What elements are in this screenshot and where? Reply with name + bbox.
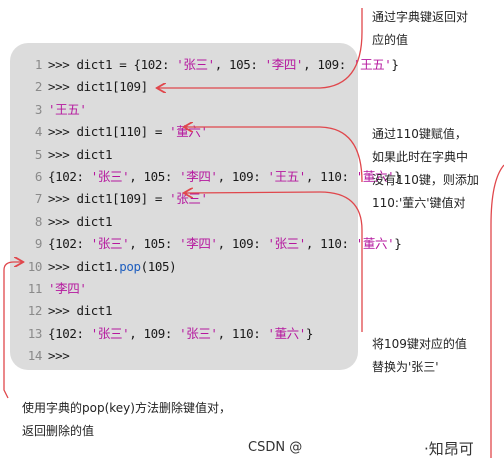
- arrow-note1: [158, 8, 363, 88]
- string-literal: '张三': [179, 325, 218, 341]
- string-literal: '李四': [179, 169, 218, 184]
- string-literal: '李四': [179, 236, 218, 252]
- annotation-return-value: 通过字典键返回对 应的值: [372, 10, 469, 47]
- code-text: >>> dict1: [48, 146, 113, 162]
- string-literal: '张三': [267, 236, 306, 252]
- code-text: , 105:: [129, 169, 180, 184]
- code-line: 4>>> dict1[110] = '董六': [22, 121, 208, 143]
- code-text: , 110:: [217, 325, 268, 341]
- code-text: >>>: [48, 348, 70, 364]
- line-number: 6: [34, 169, 43, 184]
- code-text: (105): [140, 258, 177, 274]
- string-literal: '王五': [267, 169, 306, 184]
- code-text: , 109:: [303, 57, 353, 72]
- code-text: , 110:: [305, 236, 356, 252]
- line-number: 5: [34, 146, 43, 162]
- line-number: 13: [27, 325, 43, 341]
- python-console-panel: [10, 43, 358, 370]
- string-literal: '张三': [90, 236, 130, 252]
- arrow-note3: [185, 192, 363, 332]
- line-number: 2: [34, 79, 43, 95]
- code-text: , 109:: [217, 236, 268, 252]
- code-text: }: [394, 236, 402, 252]
- code-line: 8 >>> dict1: [22, 211, 113, 233]
- code-text: {102:: [48, 325, 91, 341]
- string-literal: '李四': [48, 281, 87, 296]
- arrow-note2: [185, 127, 363, 183]
- method-name: pop: [119, 258, 141, 274]
- code-text: {102:: [48, 236, 91, 252]
- string-literal: '王五': [48, 101, 87, 117]
- string-literal: '李四': [264, 57, 304, 72]
- line-number: 9: [34, 236, 43, 252]
- line-number: 14: [27, 348, 43, 364]
- code-line: 10 >>> dict1.pop(105): [22, 256, 177, 278]
- string-literal: '董六': [355, 236, 395, 252]
- decorative-curve: [490, 164, 504, 458]
- code-line: 12 >>> dict1: [22, 300, 113, 322]
- code-line: 7 >>> dict1[109] = '张三': [22, 188, 208, 210]
- code-line: 13{102: '张三', 109: '张三', 110: '董六'}: [22, 323, 314, 345]
- code-text: , 109:: [129, 325, 180, 341]
- code-line: 6{102: '张三', 105: '李四', 109: '王五', 110: …: [22, 166, 402, 188]
- code-text: >>> dict1.: [48, 258, 120, 274]
- line-number: 1: [34, 57, 43, 72]
- code-line: 2 >>> dict1[109]: [22, 76, 148, 98]
- code-line: 9{102: '张三', 105: '李四', 109: '张三', 110: …: [22, 233, 402, 255]
- code-text: }: [394, 169, 402, 184]
- line-number: 8: [34, 213, 43, 229]
- code-text: {102:: [48, 169, 91, 184]
- line-number: 12: [27, 303, 43, 319]
- string-literal: '张三': [90, 325, 130, 341]
- zhihu-watermark: ·知昂可: [424, 440, 474, 458]
- annotation-replace-value: 将109键对应的值 替换为'张三': [372, 337, 467, 374]
- string-literal: '董六': [267, 325, 306, 341]
- line-number: 10: [27, 258, 43, 274]
- string-literal: '张三': [176, 57, 215, 72]
- code-text: }: [391, 57, 399, 72]
- string-literal: '董六': [355, 169, 395, 184]
- code-line: 3 '王五': [22, 99, 87, 121]
- string-literal: '张三': [90, 169, 130, 184]
- csdn-watermark: CSDN @: [248, 440, 303, 455]
- code-text: >>> dict1 = {102:: [48, 57, 177, 72]
- annotation-pop-method: 使用字典的pop(key)方法删除键值对， 返回删除的值: [22, 401, 231, 438]
- line-number: 11: [27, 281, 43, 296]
- code-line: 5 >>> dict1: [22, 144, 113, 166]
- line-number: 4: [34, 124, 43, 140]
- line-number: 7: [34, 191, 43, 207]
- code-text: , 110:: [305, 169, 356, 184]
- code-text: >>> dict1[109] =: [48, 191, 170, 207]
- code-line: 14 >>>: [22, 345, 70, 367]
- arrow-note4: [3, 262, 22, 399]
- code-line: 1 >>> dict1 = {102: '张三', 105: '李四', 109:…: [22, 54, 399, 76]
- annotation-assign-new-key: 通过110键赋值， 如果此时在字典中 没有110键，则添加 110:'董六'键值…: [372, 127, 479, 210]
- code-text: >>> dict1[109]: [48, 79, 148, 95]
- code-text: >>> dict1[110] =: [48, 124, 170, 140]
- code-text: , 105:: [214, 57, 265, 72]
- string-literal: '王五': [352, 57, 392, 72]
- line-number: 3: [34, 101, 43, 117]
- code-text: , 105:: [129, 236, 180, 252]
- code-text: }: [305, 325, 314, 341]
- string-literal: '张三': [169, 191, 208, 207]
- code-text: , 109:: [217, 169, 268, 184]
- code-line: 11 '李四': [22, 278, 87, 300]
- code-text: >>> dict1: [48, 303, 113, 319]
- code-text: >>> dict1: [48, 213, 113, 229]
